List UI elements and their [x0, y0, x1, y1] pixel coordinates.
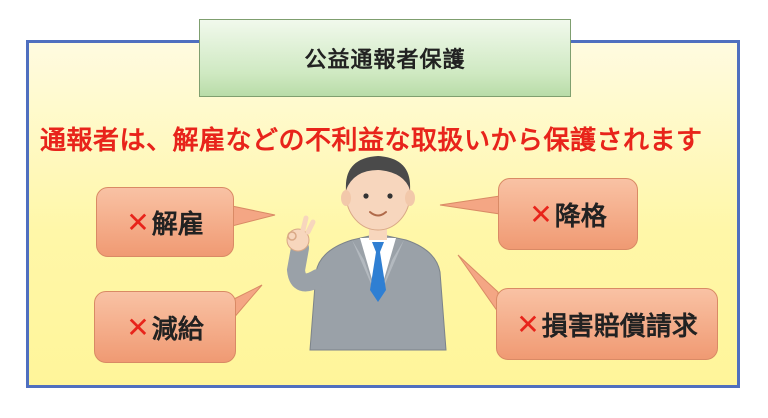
tie-icon: [370, 242, 386, 302]
headline: 通報者は、解雇などの不利益な取扱いから保護されます: [40, 126, 703, 156]
bubble-tail-pay-cut: [231, 284, 263, 322]
bubble-pay-cut: ✕ 減給: [94, 291, 236, 363]
cross-icon: ✕: [529, 197, 553, 231]
title-box: 公益通報者保護: [199, 19, 571, 97]
bubble-label-demotion: 降格: [554, 201, 607, 232]
bubble-label-dismissal: 解雇: [151, 209, 204, 240]
cross-icon: ✕: [516, 307, 540, 341]
ok-hand-icon: [286, 228, 310, 252]
page-title: 公益通報者保護: [304, 48, 466, 73]
bubble-label-damages: 損害賠償請求: [541, 311, 698, 342]
bubble-dismissal: ✕ 解雇: [96, 187, 234, 257]
cross-icon: ✕: [126, 310, 150, 344]
bubble-tail-demotion: [439, 195, 501, 215]
bubble-demotion: ✕ 降格: [498, 178, 638, 250]
cross-icon: ✕: [126, 205, 150, 239]
bubble-label-pay-cut: 減給: [151, 314, 204, 345]
bubble-tail-damages: [457, 254, 499, 314]
bubble-tail-dismissal: [231, 205, 276, 227]
bubble-damages: ✕ 損害賠償請求: [496, 288, 718, 360]
